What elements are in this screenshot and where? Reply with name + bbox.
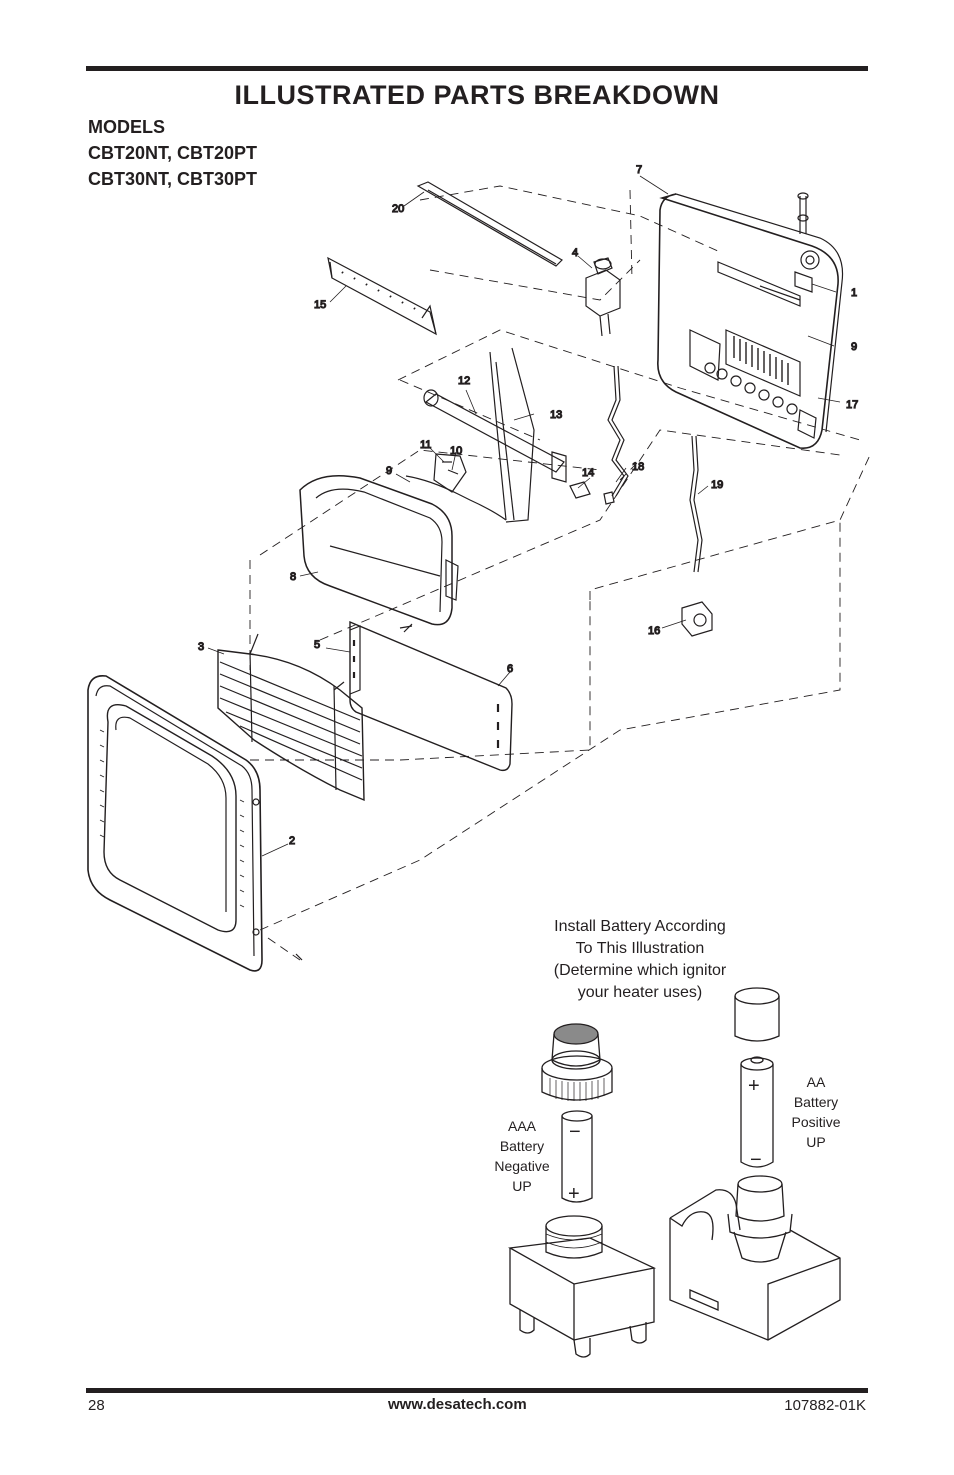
aaa-label-line-1: AAA (507, 1118, 536, 1134)
callout-17: 17 (846, 399, 858, 411)
install-note-line-3: (Determine which ignitor (553, 962, 727, 979)
aaa-igniter-base-icon (507, 1215, 657, 1358)
aa-battery-label: AA Battery Positive UP (780, 1072, 852, 1152)
aaa-label-line-3: Negative (494, 1158, 550, 1174)
aaa-battery-label: AAA Battery Negative UP (484, 1116, 560, 1196)
aaa-minus-sign: − (569, 1121, 581, 1143)
callout-9-housing: 9 (851, 341, 857, 353)
models-heading: MODELS (88, 117, 166, 137)
aaa-label-line-4: UP (512, 1178, 532, 1194)
callout-9-pilot: 9 (386, 465, 392, 477)
callout-8: 8 (290, 571, 296, 583)
part-9-10-11-pilot-assembly (405, 453, 507, 521)
part-15-bracket (327, 256, 437, 336)
install-note-line-2: To This Illustration (575, 940, 705, 957)
part-3-wire-guard (217, 633, 365, 802)
install-note-line-4: your heater uses) (577, 984, 703, 1001)
part-14-fitting (569, 481, 615, 505)
aa-igniter-illustration: + − (669, 987, 841, 1341)
callout-15: 15 (314, 299, 326, 311)
document-number: 107882-01K (784, 1397, 866, 1414)
aaa-igniter-illustration: − + (507, 1023, 657, 1358)
callout-3: 3 (198, 641, 204, 653)
callout-20: 20 (392, 203, 404, 215)
callout-1: 1 (851, 287, 857, 299)
callout-16: 16 (648, 625, 660, 637)
website-link[interactable]: www.desatech.com (388, 1396, 527, 1413)
aaa-cap-icon (541, 1023, 613, 1101)
part-20-top-trim (416, 181, 563, 267)
models-block: MODELS CBT20NT, CBT20PT CBT30NT, CBT30PT (88, 114, 257, 192)
model-line-1: CBT20NT, CBT20PT (88, 143, 258, 163)
aa-label-line-4: UP (806, 1134, 826, 1150)
part-2-front-frame (87, 674, 303, 972)
part-12-burner-tube (423, 389, 567, 483)
aa-igniter-base-icon (669, 1175, 841, 1341)
callout-11: 11 (420, 439, 431, 451)
top-rule (86, 66, 868, 71)
aaa-battery-icon (561, 1110, 593, 1203)
callout-12: 12 (458, 375, 470, 387)
callout-6: 6 (507, 663, 513, 675)
aa-label-line-2: Battery (793, 1094, 839, 1110)
model-line-2: CBT30NT, CBT30PT (88, 169, 258, 189)
callout-5: 5 (314, 639, 320, 651)
part-4-control-valve (585, 257, 621, 337)
part-13-thermocouple-wire (489, 347, 535, 523)
callout-19: 19 (711, 479, 723, 491)
callout-10: 10 (450, 445, 462, 457)
part-18-pilot-tube (607, 365, 629, 497)
aa-cap-icon (734, 987, 780, 1042)
aa-label-line-3: Positive (791, 1114, 841, 1130)
aaa-plus-sign: + (568, 1183, 580, 1205)
aa-label-line-1: AA (806, 1074, 826, 1090)
callout-4: 4 (572, 247, 578, 259)
callout-14: 14 (582, 467, 594, 479)
back-panel-housing (657, 192, 844, 449)
page-number: 28 (88, 1397, 105, 1414)
aa-minus-sign: − (750, 1149, 762, 1171)
aa-battery-icon (740, 1056, 774, 1168)
part-6-reflector-panel (349, 620, 513, 772)
assembly-dashed-lines (249, 185, 871, 961)
callout-leaders (207, 175, 841, 857)
part-16-piezo-igniter (681, 601, 713, 637)
callout-18: 18 (632, 461, 644, 473)
part-19-supply-tube (689, 435, 703, 573)
callout-2: 2 (289, 835, 295, 847)
callout-7: 7 (636, 164, 642, 176)
install-note-line-1: Install Battery According (554, 918, 726, 935)
bottom-rule (86, 1388, 868, 1393)
aa-plus-sign: + (748, 1075, 760, 1097)
battery-install-note: Install Battery According To This Illust… (520, 916, 760, 1004)
callout-13: 13 (550, 409, 562, 421)
part-8-firebox (299, 475, 459, 626)
aaa-label-line-2: Battery (499, 1138, 545, 1154)
page-title: ILLUSTRATED PARTS BREAKDOWN (234, 80, 720, 110)
